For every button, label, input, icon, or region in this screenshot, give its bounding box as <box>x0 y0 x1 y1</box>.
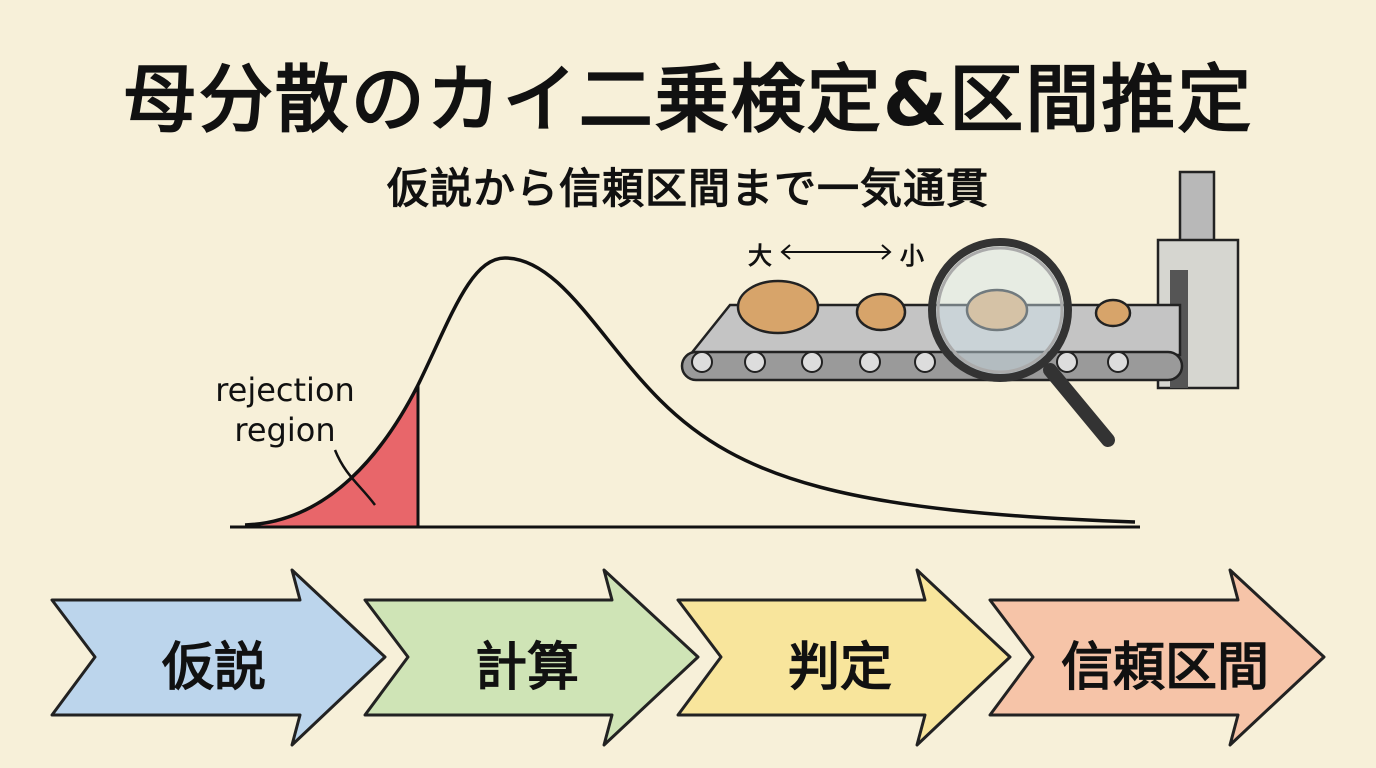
step-label-hypothesis: 仮説 <box>161 638 266 698</box>
conveyor-rollers <box>691 351 1129 373</box>
rejection-region-label: rejection region <box>190 370 380 450</box>
step-arrow-calculation <box>363 568 700 747</box>
rejection-label-line2: region <box>234 411 336 449</box>
step-arrow-judgement <box>676 568 1012 747</box>
page-title: 母分散のカイ二乗検定&区間推定 <box>122 57 1254 143</box>
cookie-conveyor-illustration <box>680 170 1240 447</box>
rejection-region-fill <box>245 385 418 527</box>
cookie-inspected <box>965 288 1029 332</box>
magnifying-glass-icon <box>928 238 1115 447</box>
process-arrows <box>50 568 1326 747</box>
cookie-small <box>1094 298 1132 328</box>
scale-label-small: 小 <box>900 242 924 270</box>
size-scale-arrow <box>780 244 892 260</box>
step-label-confidence-interval: 信頼区間 <box>1060 638 1269 698</box>
step-arrow-confidence-interval <box>988 568 1326 747</box>
cookie-large <box>736 279 820 335</box>
page-subtitle: 仮説から信頼区間まで一気通貫 <box>386 164 989 213</box>
step-arrow-hypothesis <box>50 568 387 747</box>
density-curve <box>244 256 1136 527</box>
rejection-label-line1: rejection <box>215 371 355 409</box>
scale-label-large: 大 <box>748 242 772 270</box>
annotation-pointer <box>333 449 376 506</box>
step-label-calculation: 計算 <box>474 638 579 698</box>
cookie-medium <box>855 292 907 332</box>
step-label-judgement: 判定 <box>787 638 892 698</box>
chi-square-distribution <box>230 256 1140 529</box>
